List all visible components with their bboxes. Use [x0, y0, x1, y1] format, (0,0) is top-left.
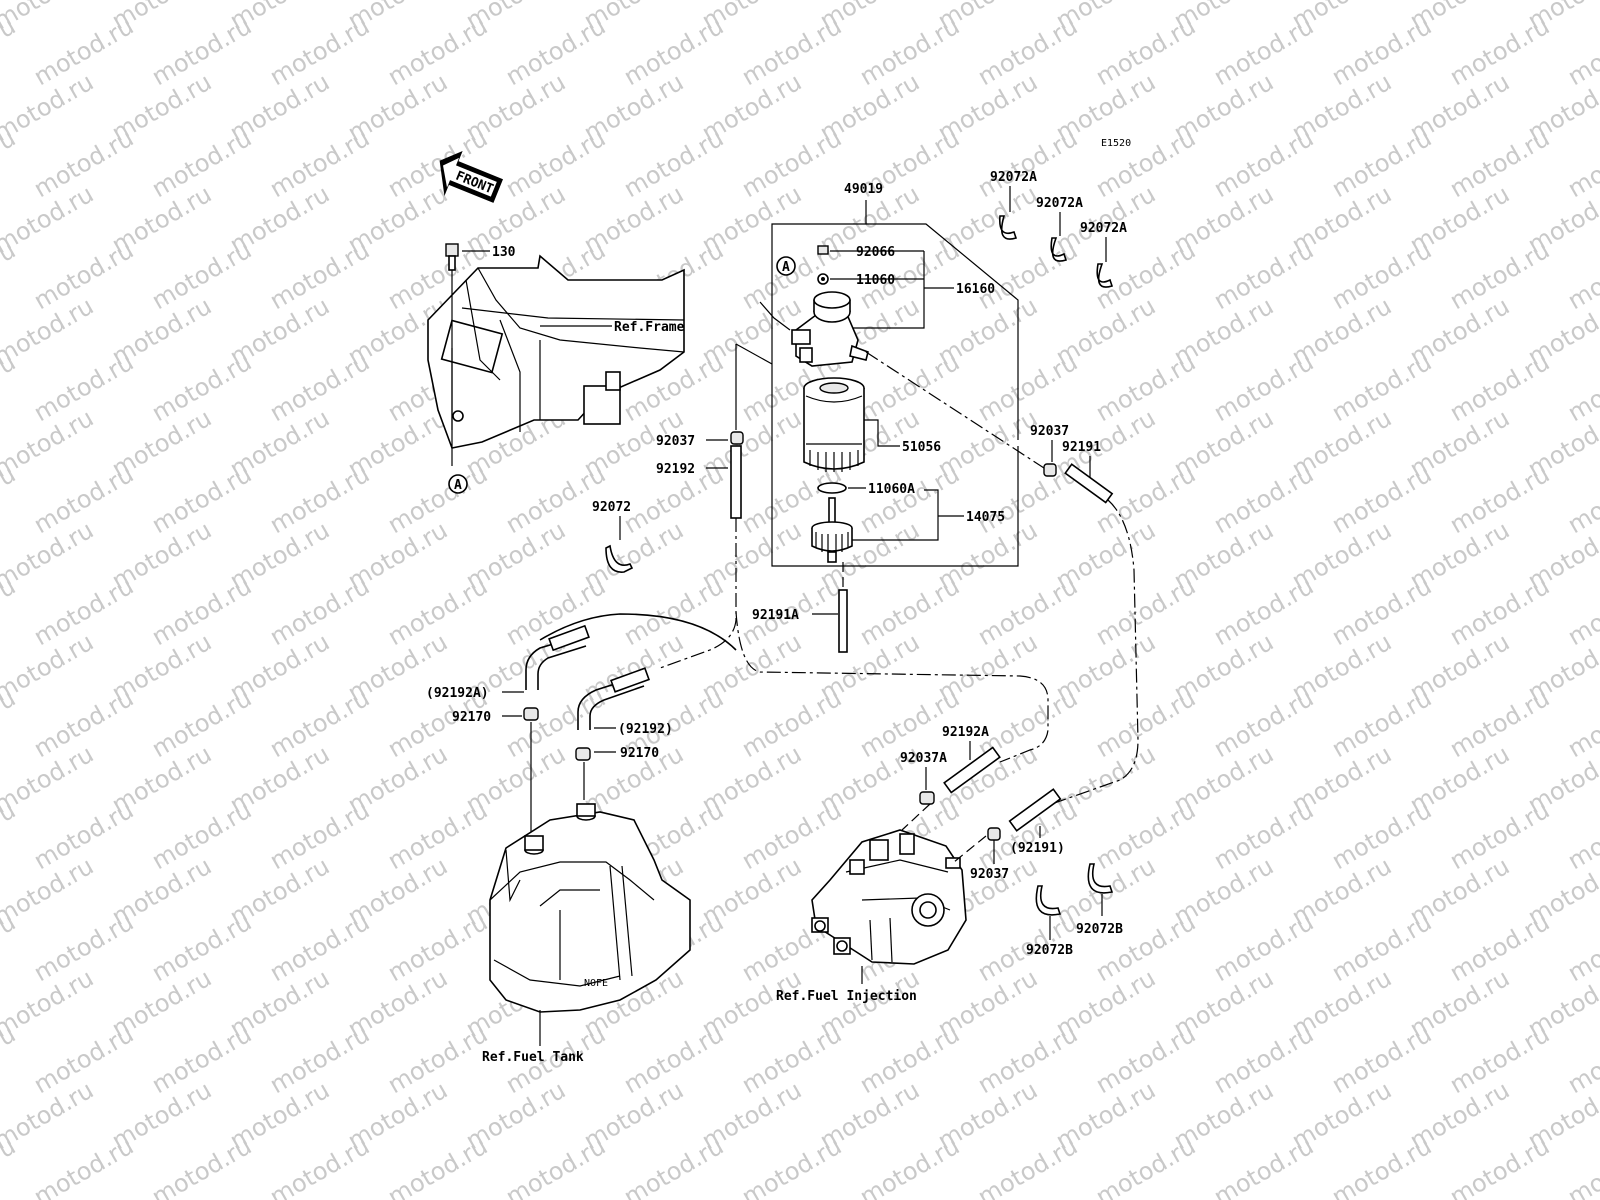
- callout-a-filter: [776, 256, 796, 276]
- part-label-92192-paren: (92192): [618, 722, 673, 737]
- hose-92192-bent: [610, 667, 650, 693]
- watermark-text: motod.ru: [1445, 1132, 1554, 1200]
- clamp-92072a-1-icon: [998, 215, 1018, 240]
- part-label-92192-left: 92192: [656, 462, 695, 477]
- watermark-text: motod.ru: [501, 1132, 610, 1200]
- clamp-92037-left: [730, 431, 744, 445]
- svg-text:NOFE: NOFE: [584, 978, 608, 989]
- hose-92191: [1064, 463, 1114, 504]
- watermark-text: motod.ru: [737, 1132, 846, 1200]
- clamp-92072a-3-icon: [1096, 263, 1114, 288]
- watermark-text: motod.ru: [1563, 460, 1600, 539]
- watermark-text: motod.ru: [1563, 12, 1600, 91]
- watermark-text: motod.ru: [29, 1132, 138, 1200]
- part-label-11060a: 11060A: [868, 482, 915, 497]
- watermark-text: motod.ru: [1563, 908, 1600, 987]
- watermark-text: motod.ru: [1563, 572, 1600, 651]
- watermark-text: motod.ru: [1563, 1020, 1600, 1099]
- hose-92192: [730, 445, 742, 519]
- clamp-92072a-2-icon: [1050, 237, 1068, 262]
- frame-illustration: [427, 243, 685, 466]
- clamp-92037a: [919, 791, 935, 805]
- part-label-92037a: 92037A: [900, 751, 947, 766]
- part-label-92072a-1: 92072A: [990, 170, 1037, 185]
- watermark-text: motod.ru: [973, 1132, 1082, 1200]
- part-label-92192a: 92192A: [942, 725, 989, 740]
- sediment-bowl: [811, 497, 853, 563]
- fuel-tank: NOFE: [489, 803, 691, 1013]
- part-label-92037-right: 92037: [1030, 424, 1069, 439]
- part-label-92191a: 92191A: [752, 608, 799, 623]
- watermark-text: motod.ru: [1563, 236, 1600, 315]
- watermark-text: motod.ru: [1563, 348, 1600, 427]
- watermark-text: motod.ru: [855, 1132, 964, 1200]
- o-ring: [817, 482, 847, 494]
- ref-frame-label: Ref.Frame: [614, 320, 685, 335]
- fuel-injection-pump: [811, 829, 967, 965]
- part-label-11060: 11060: [856, 273, 895, 288]
- watermark-text: motod.ru: [147, 1132, 256, 1200]
- bolt-icon: [817, 245, 829, 255]
- hose-92192a-bent: [548, 624, 590, 652]
- part-label-92072a-3: 92072A: [1080, 221, 1127, 236]
- hose-92191a: [838, 589, 848, 653]
- part-label-92037-left: 92037: [656, 434, 695, 449]
- clamp-92170-1: [523, 707, 539, 721]
- part-label-51056: 51056: [902, 440, 941, 455]
- part-label-92170-2: 92170: [620, 746, 659, 761]
- watermark-text: motod.ru: [265, 1132, 374, 1200]
- watermark-text: motod.ru: [1091, 1132, 1200, 1200]
- part-label-92072a-2: 92072A: [1036, 196, 1083, 211]
- part-label-92170-1: 92170: [452, 710, 491, 725]
- watermark-text: motod.ru: [1563, 1132, 1600, 1200]
- filter-head: [791, 291, 869, 367]
- part-label-92072b-1: 92072B: [1026, 943, 1073, 958]
- watermark-text: motod.ru: [1563, 684, 1600, 763]
- callout-a-filter-text: A: [782, 260, 790, 275]
- callout-a-frame-text: A: [454, 478, 462, 493]
- part-label-92072b-2: 92072B: [1076, 922, 1123, 937]
- ref-fuel-tank-label: Ref.Fuel Tank: [482, 1050, 584, 1065]
- part-label-92072: 92072: [592, 500, 631, 515]
- diagram-code: E1520: [1101, 138, 1131, 149]
- part-label-92191: 92191: [1062, 440, 1101, 455]
- watermark-text: motod.ru: [383, 1132, 492, 1200]
- part-label-92191-paren: (92191): [1010, 841, 1065, 856]
- part-label-92192a-paren: (92192A): [426, 686, 489, 701]
- part-label-92037-bottom: 92037: [970, 867, 1009, 882]
- part-label-92066: 92066: [856, 245, 895, 260]
- clamp-92170-2: [575, 747, 591, 761]
- watermark-text: motod.ru: [1563, 124, 1600, 203]
- watermark-text: motod.ru: [619, 1132, 728, 1200]
- part-label-14075: 14075: [966, 510, 1005, 525]
- callout-a-frame: [448, 474, 468, 494]
- part-label-49019: 49019: [844, 182, 883, 197]
- ref-fuel-injection-label: Ref.Fuel Injection: [776, 989, 917, 1004]
- clamp-92072-icon: [605, 544, 634, 573]
- fuel-filter-cartridge: [803, 377, 865, 472]
- part-label-130: 130: [492, 245, 516, 260]
- watermark-text: motod.ru: [1209, 1132, 1318, 1200]
- part-label-16160: 16160: [956, 282, 995, 297]
- hose-92191-lower: [1008, 788, 1062, 832]
- watermark-text: motod.ru: [1327, 1132, 1436, 1200]
- clamp-92037-right: [1043, 463, 1057, 477]
- clamp-92072b-1-icon: [1035, 885, 1062, 916]
- watermark-text: motod.ru: [1563, 796, 1600, 875]
- hose-92192a: [943, 746, 1001, 794]
- clamp-92072b-2-icon: [1087, 863, 1114, 894]
- clamp-92037-bottom: [987, 827, 1001, 841]
